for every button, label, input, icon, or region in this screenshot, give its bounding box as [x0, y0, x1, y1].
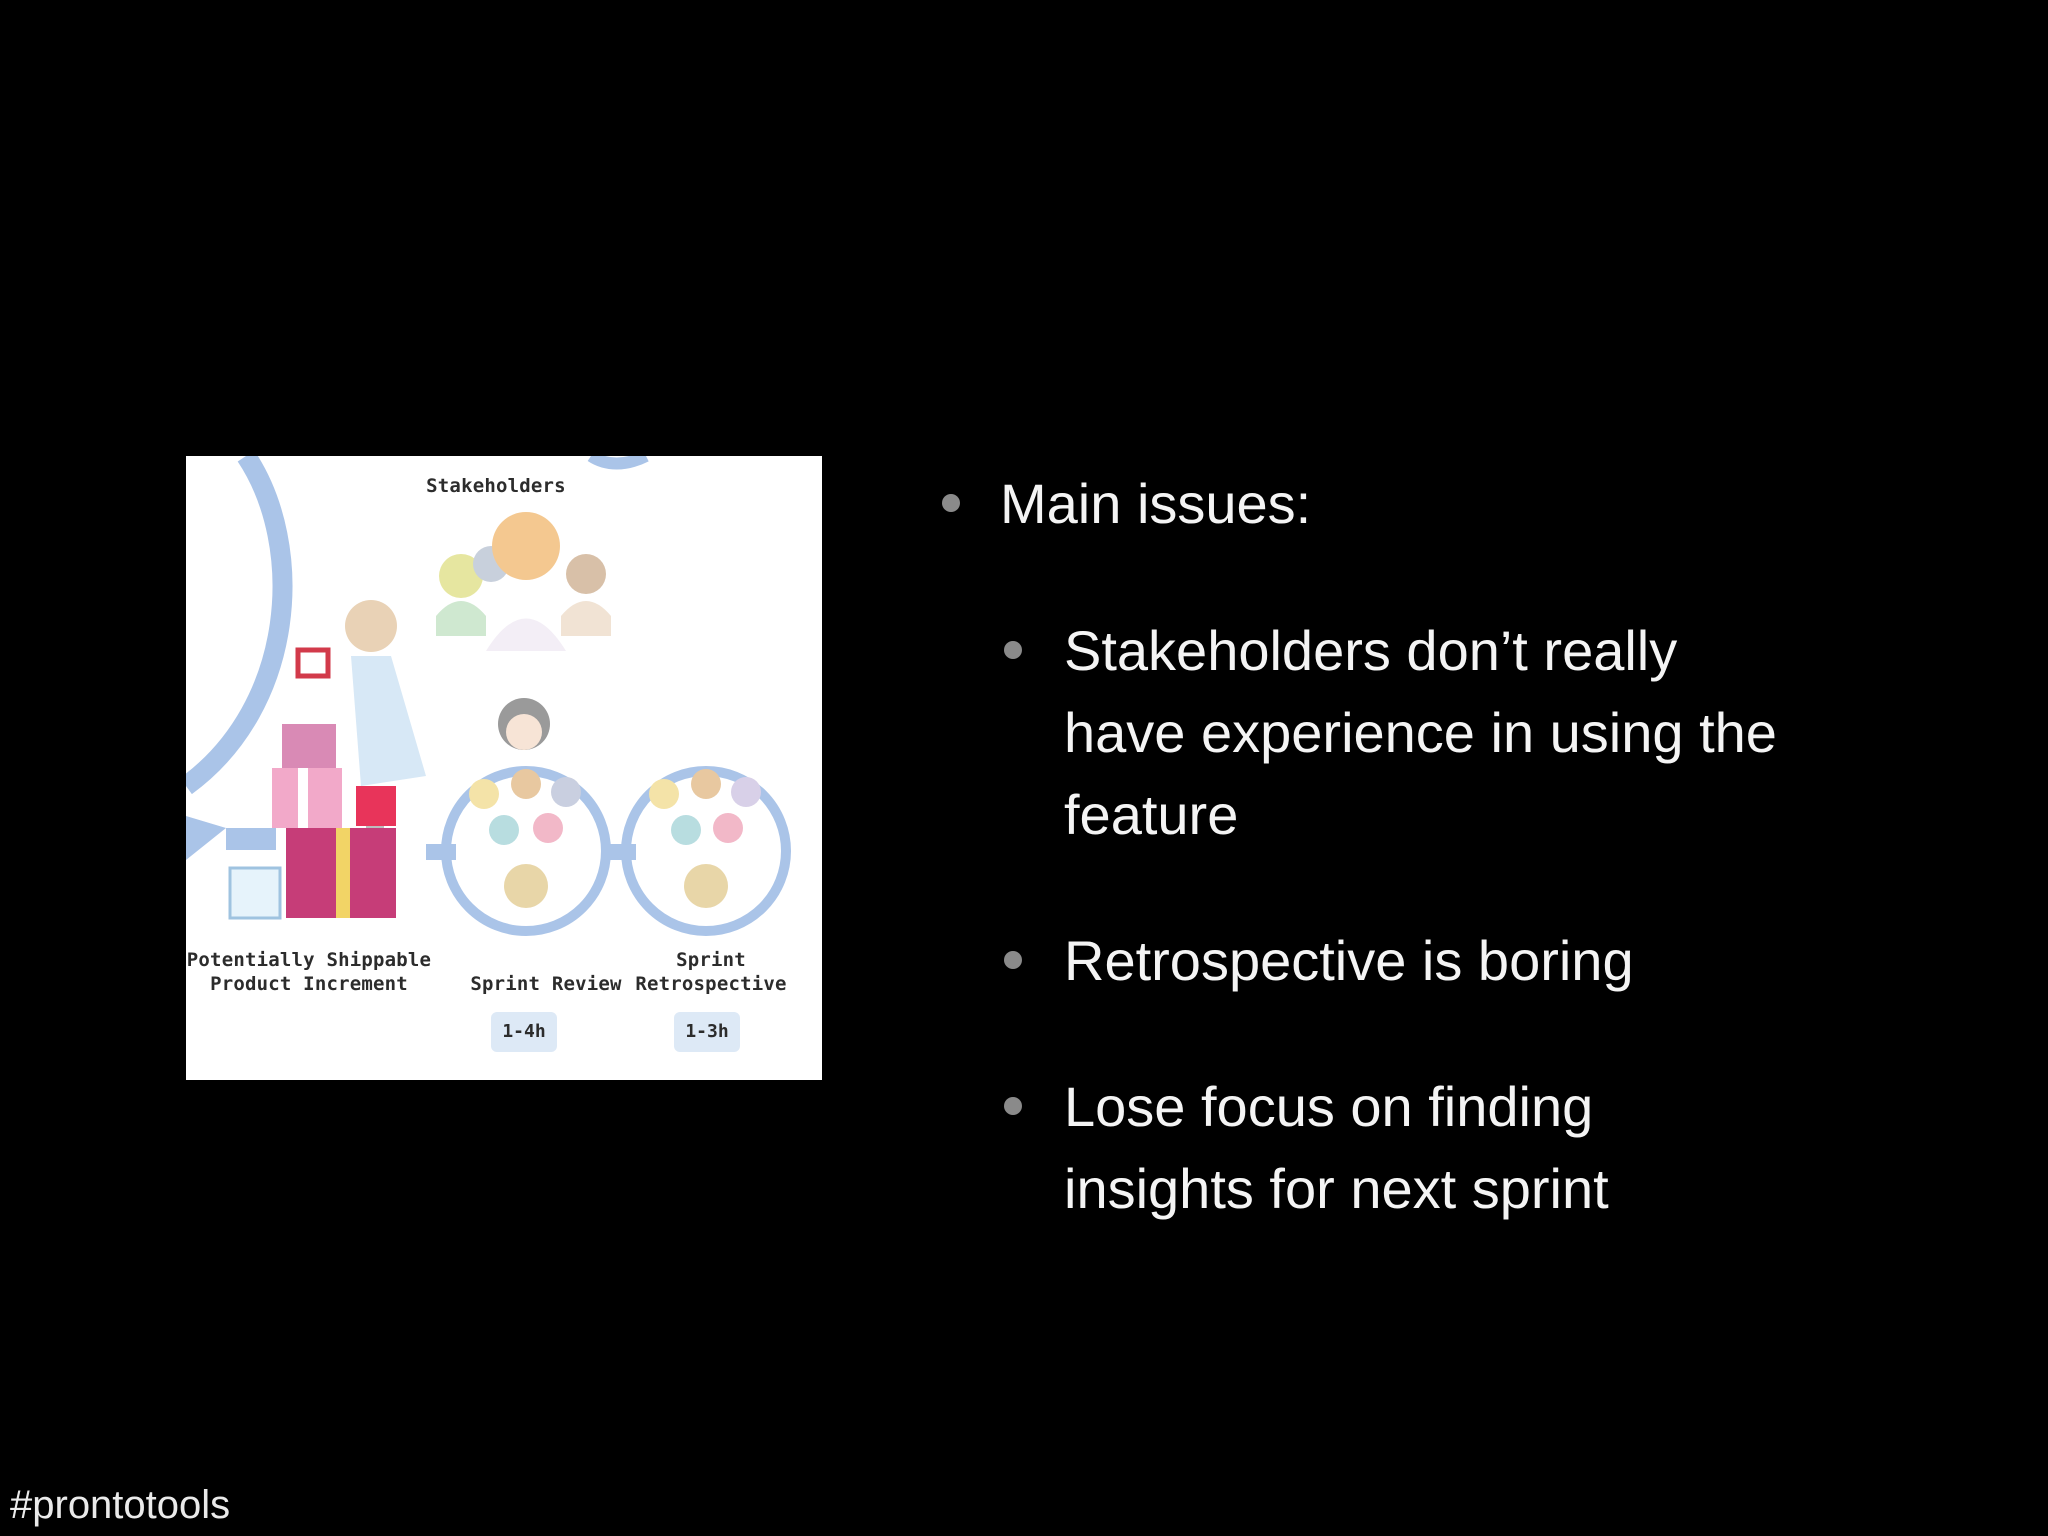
- review-team: [469, 769, 581, 908]
- review-duration-badge: 1-4h: [491, 1012, 557, 1052]
- sub-bullet-focus: Lose focus on finding insights for next …: [1064, 1075, 1609, 1220]
- scrum-illustration: Stakeholders Potentially Shippable Produ…: [186, 456, 822, 1080]
- cycle-arc-top: [587, 456, 649, 470]
- cycle-arc: [186, 456, 293, 795]
- increment-label: Potentially Shippable Product Increment: [186, 949, 432, 995]
- arrow-shaft: [226, 828, 276, 850]
- main-bullet: Main issues:: [1000, 472, 1312, 535]
- sprint-review-label: Sprint Review: [470, 973, 622, 995]
- hashtag: #prontotools: [10, 1483, 231, 1527]
- scrum-cycle-drawing: [186, 456, 791, 936]
- sub-bullet-stakeholders: Stakeholders don’t really have experienc…: [1064, 619, 1777, 846]
- retro-duration-badge: 1-3h: [674, 1012, 740, 1052]
- bullet-icon: [1004, 1097, 1022, 1115]
- retro-team: [649, 769, 761, 908]
- sub-bullet-retrospective: Retrospective is boring: [1064, 929, 1634, 992]
- sprint-retrospective-label: Sprint Retrospective: [635, 949, 787, 995]
- bullet-icon: [1004, 951, 1022, 969]
- bullet-icon: [1004, 641, 1022, 659]
- gift-stack: [228, 724, 396, 920]
- stakeholders-label: Stakeholders: [426, 475, 566, 497]
- arrow-icon: [186, 816, 226, 860]
- stakeholders-group: [436, 512, 611, 651]
- bullet-icon: [942, 494, 960, 512]
